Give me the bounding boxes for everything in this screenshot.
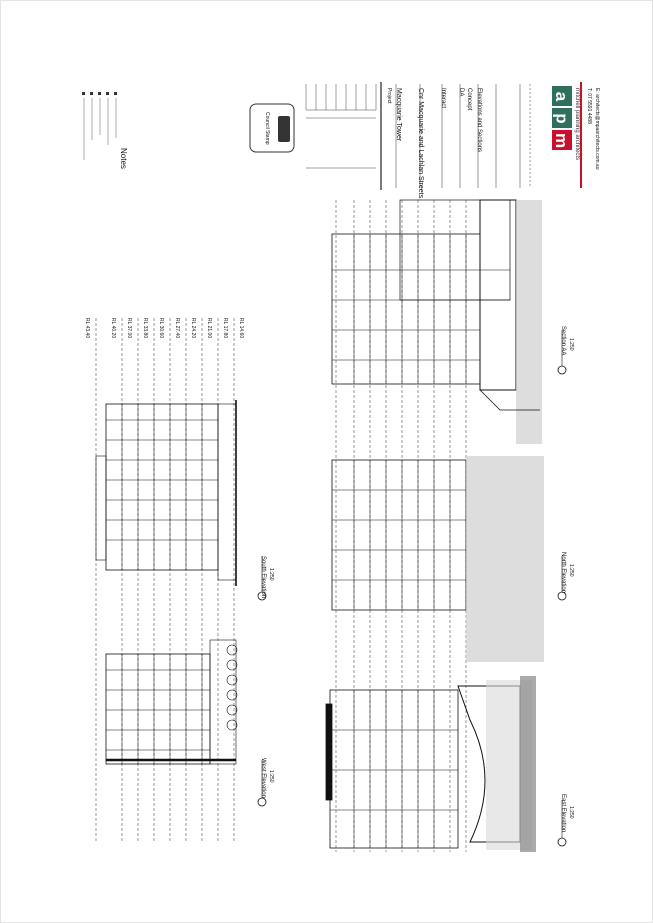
level-label: RL 21.00 (206, 318, 212, 339)
stage-label: DA (458, 88, 464, 97)
logo-mpa: a p m (552, 86, 572, 150)
north-elevation (331, 456, 544, 662)
south-elevation (95, 400, 237, 586)
north-elevation-title: North Elevation (560, 552, 566, 594)
project-location: Cnr Macquarie and Lachlan Streets (417, 88, 424, 199)
level-label: RL 27.40 (174, 318, 180, 339)
south-elevation-scale: 1:250 (268, 568, 274, 581)
level-label: RL 33.80 (142, 318, 148, 339)
section-aa-title: Section AA (560, 326, 566, 356)
east-elevation (325, 676, 536, 852)
east-elevation-title: East Elevation (560, 794, 566, 833)
notes-list (82, 92, 117, 160)
practice-contact-1: T: 07 5591 4488 (586, 88, 592, 124)
west-elevation-title: West Elevation (260, 758, 266, 798)
level-label: RL 37.00 (126, 318, 132, 339)
council-stamp-label: Council Stamp (264, 112, 270, 145)
view-markers (257, 365, 567, 847)
section-ground (516, 200, 542, 444)
level-label: RL 14.60 (238, 318, 244, 339)
revision-table (305, 84, 377, 169)
notes-heading: Notes (119, 148, 128, 169)
practice-full-name: mitchell planning architects (574, 88, 580, 161)
logo-tile-p: p (552, 108, 572, 128)
drawing-title: Elevations and Sections (476, 88, 482, 153)
project-name: Macquarie Tower (395, 88, 402, 142)
west-elevation-scale: 1:250 (268, 770, 274, 783)
east-ramp (457, 685, 521, 843)
level-label: RL 30.60 (158, 318, 164, 339)
section-aa-scale: 1:250 (568, 338, 574, 351)
client-name: Interact (440, 88, 446, 109)
south-elevation-title: South Elevation (260, 556, 266, 599)
logo-tile-m: m (552, 130, 572, 150)
status-label: Concept (466, 88, 472, 111)
logo-tile-a: a (552, 86, 572, 106)
level-label: RL 24.20 (190, 318, 196, 339)
west-elevation (105, 639, 238, 765)
north-elevation-scale: 1:250 (568, 564, 574, 577)
section-aa (331, 199, 542, 444)
title-block (82, 82, 582, 190)
level-label: RL 40.20 (110, 318, 116, 339)
level-label: RL 17.80 (222, 318, 228, 339)
east-elevation-scale: 1:250 (568, 806, 574, 819)
west-trees (226, 644, 238, 731)
project-label: Project (386, 88, 392, 104)
level-label: RL 43.40 (84, 318, 90, 339)
north-ground (466, 456, 544, 662)
level-lines (95, 200, 467, 852)
practice-contact-2: E: architects@mpaarchitects.com.au (594, 88, 600, 170)
